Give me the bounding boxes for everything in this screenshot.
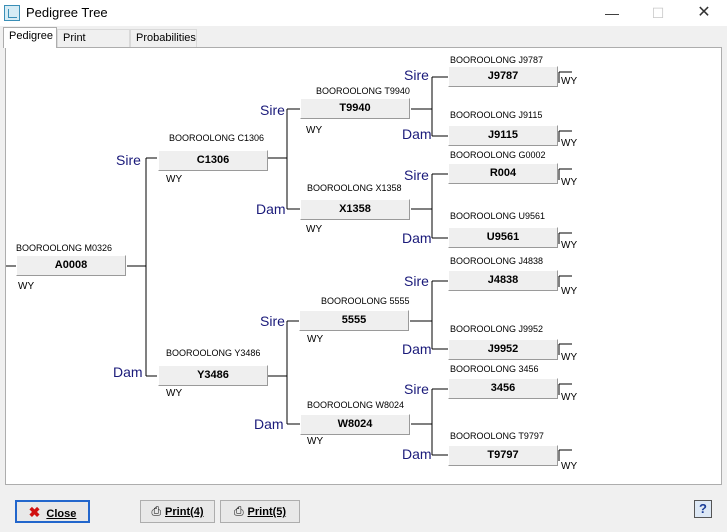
printer-icon: ⎙ xyxy=(151,504,162,518)
pedigree-connector-lines xyxy=(6,71,572,461)
breed-code: WY xyxy=(561,76,578,87)
sire-label: Sire xyxy=(116,152,141,168)
animal-id-box[interactable]: R004 xyxy=(448,163,558,184)
animal-name: BOOROOLONG J4838 xyxy=(450,256,544,266)
animal-name: BOOROOLONG 3456 xyxy=(450,364,539,374)
animal-name: BOOROOLONG J9787 xyxy=(450,55,544,65)
printer-icon: ⎙ xyxy=(233,504,244,518)
print5-button[interactable]: ⎙Print(5) xyxy=(220,500,300,523)
tab-pedigree[interactable]: Pedigree xyxy=(3,27,57,48)
animal-name: BOOROOLONG U9561 xyxy=(450,211,546,221)
dam-label: Dam xyxy=(402,341,432,357)
print4-button-label: Print(4) xyxy=(165,506,204,518)
animal-id-box[interactable]: Y3486 xyxy=(158,365,268,386)
breed-code: WY xyxy=(561,138,578,149)
animal-name: BOOROOLONG T9797 xyxy=(450,431,544,441)
animal-name: BOOROOLONG C1306 xyxy=(169,133,265,143)
animal-id-box[interactable]: J4838 xyxy=(448,270,558,291)
animal-name: BOOROOLONG G0002 xyxy=(450,150,546,160)
sire-label: Sire xyxy=(404,273,429,289)
breed-code: WY xyxy=(166,174,183,185)
title-bar: Pedigree Tree — ☐ ✕ xyxy=(0,0,727,26)
animal-id-box[interactable]: W8024 xyxy=(300,414,410,435)
dam-label: Dam xyxy=(113,364,143,380)
sire-label: Sire xyxy=(260,102,285,118)
sire-label: Sire xyxy=(260,313,285,329)
animal-id-box[interactable]: X1358 xyxy=(300,199,410,220)
breed-code: WY xyxy=(306,125,323,136)
dam-label: Dam xyxy=(402,126,432,142)
tab-print-options[interactable]: Print Options xyxy=(57,29,130,61)
animal-name: BOOROOLONG 5555 xyxy=(321,296,410,306)
sire-label: Sire xyxy=(404,167,429,183)
animal-name: BOOROOLONG Y3486 xyxy=(166,348,261,358)
button-bar xyxy=(0,488,727,532)
animal-id-box[interactable]: J9115 xyxy=(448,125,558,146)
breed-code: WY xyxy=(561,392,578,403)
sire-label: Sire xyxy=(404,67,429,83)
breed-code: WY xyxy=(166,388,183,399)
dam-label: Dam xyxy=(402,230,432,246)
animal-name: BOOROOLONG M0326 xyxy=(16,243,113,253)
animal-id-box[interactable]: 3456 xyxy=(448,378,558,399)
breed-code: WY xyxy=(18,281,35,292)
animal-name: BOOROOLONG X1358 xyxy=(307,183,402,193)
breed-code: WY xyxy=(561,461,578,472)
breed-code: WY xyxy=(307,334,324,345)
animal-id-box[interactable]: J9952 xyxy=(448,339,558,360)
animal-name: BOOROOLONG W8024 xyxy=(307,400,405,410)
breed-code: WY xyxy=(306,224,323,235)
print4-button[interactable]: ⎙Print(4) xyxy=(140,500,215,523)
sire-label: Sire xyxy=(404,381,429,397)
dam-label: Dam xyxy=(254,416,284,432)
tab-probabilities[interactable]: Probabilities xyxy=(130,29,197,47)
breed-code: WY xyxy=(561,286,578,297)
pedigree-tree: BOOROOLONG M0326 A0008 WY Sire BOOROOLON… xyxy=(6,48,721,484)
dam-label: Dam xyxy=(256,201,286,217)
print5-button-label: Print(5) xyxy=(247,506,287,518)
breed-code: WY xyxy=(307,436,324,447)
minimize-button[interactable]: — xyxy=(605,5,619,21)
close-button-label: Close xyxy=(46,508,77,520)
maximize-button[interactable]: ☐ xyxy=(651,5,665,21)
animal-id-box[interactable]: T9797 xyxy=(448,445,558,466)
animal-id-box[interactable]: A0008 xyxy=(16,255,126,276)
animal-name: BOOROOLONG J9115 xyxy=(450,110,543,120)
breed-code: WY xyxy=(561,352,578,363)
close-window-button[interactable]: ✕ xyxy=(697,4,711,21)
animal-id-box[interactable]: J9787 xyxy=(448,66,558,87)
close-button[interactable]: ✖ Close xyxy=(15,500,90,523)
dam-label: Dam xyxy=(402,446,432,462)
help-icon[interactable]: ? xyxy=(694,500,712,518)
breed-code: WY xyxy=(561,240,578,251)
animal-name: BOOROOLONG J9952 xyxy=(450,324,544,334)
app-icon xyxy=(4,5,20,21)
window-title: Pedigree Tree xyxy=(26,5,108,20)
animal-id-box[interactable]: C1306 xyxy=(158,150,268,171)
red-x-icon: ✖ xyxy=(28,504,41,520)
breed-code: WY xyxy=(561,177,578,188)
animal-id-box[interactable]: T9940 xyxy=(300,98,410,119)
animal-id-box[interactable]: 5555 xyxy=(299,310,409,331)
animal-name: BOOROOLONG T9940 xyxy=(316,86,410,96)
animal-id-box[interactable]: U9561 xyxy=(448,227,558,248)
